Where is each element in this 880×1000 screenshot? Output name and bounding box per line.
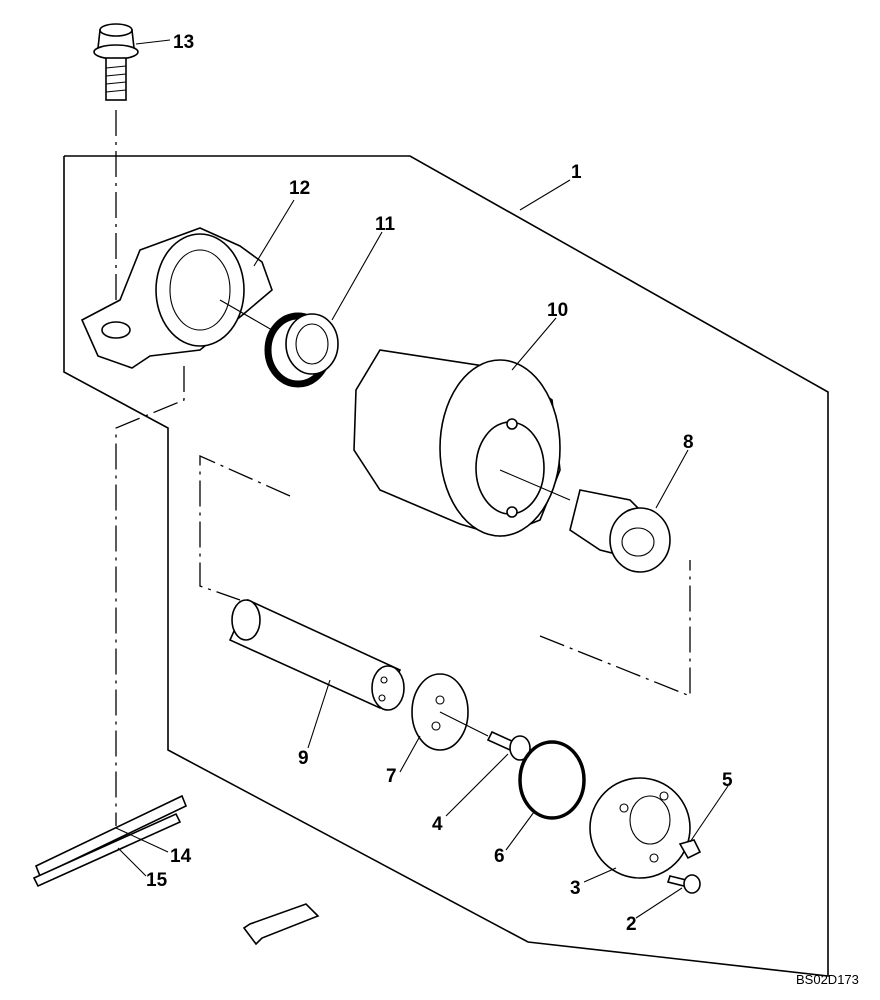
o-ring-6[interactable] [518, 740, 586, 820]
label-part-4: 4 [432, 814, 443, 835]
label-part-11: 11 [375, 214, 396, 235]
label-part-6: 6 [494, 846, 505, 867]
label-part-12: 12 [289, 178, 310, 199]
bushing-8[interactable] [569, 489, 671, 573]
label-part-9: 9 [298, 748, 309, 769]
label-part-3: 3 [570, 878, 581, 899]
label-part-15: 15 [146, 870, 168, 891]
label-part-7: 7 [386, 766, 397, 787]
flange-3[interactable] [589, 777, 691, 879]
shims-14-15[interactable] [32, 794, 188, 888]
assembly-outline [63, 155, 829, 977]
label-part-2: 2 [626, 914, 637, 935]
roller-10[interactable] [353, 349, 561, 537]
axis-line-b [499, 469, 571, 501]
leader-lines [115, 39, 729, 919]
front-direction-arrow [242, 903, 320, 946]
bolt-13[interactable] [93, 23, 139, 101]
label-part-13: 13 [173, 32, 194, 53]
plate-7[interactable] [411, 673, 489, 751]
label-part-1: 1 [571, 162, 582, 183]
axis-line-a [219, 299, 273, 331]
bracket-12[interactable] [80, 227, 273, 369]
dash-line-right [539, 560, 691, 697]
shaft-9[interactable] [228, 598, 405, 711]
dash-line-left [199, 454, 291, 601]
nut-5[interactable] [678, 839, 702, 860]
bolt-4[interactable] [486, 730, 531, 761]
drawing-code: BS02D173 [796, 972, 859, 987]
label-part-5: 5 [722, 770, 733, 791]
label-part-8: 8 [683, 432, 694, 453]
bolt-2[interactable] [666, 874, 701, 894]
seal-11[interactable] [264, 312, 339, 388]
label-part-14: 14 [170, 846, 192, 867]
dash-line-14-15 [115, 366, 185, 826]
label-part-10: 10 [547, 300, 568, 321]
